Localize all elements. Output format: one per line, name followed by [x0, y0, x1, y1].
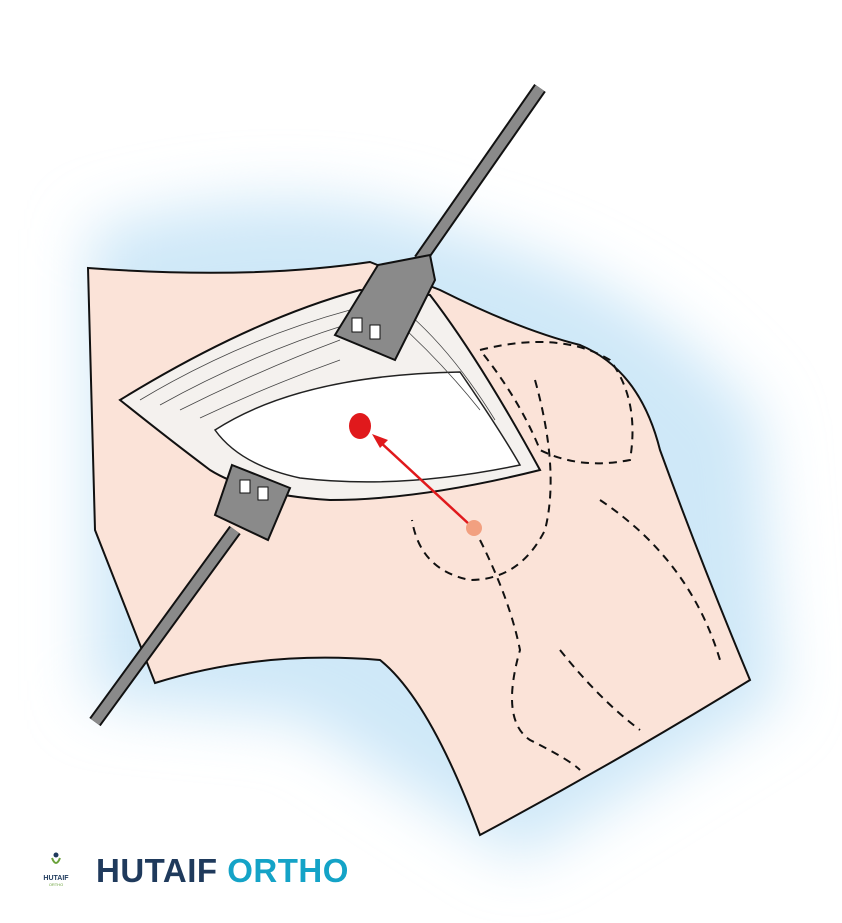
- logo-text: HUTAIF: [43, 875, 69, 882]
- upper-retractor: [333, 83, 546, 362]
- trajectory-arrow: [377, 439, 471, 526]
- brand-logo: HUTAIF ORTHO: [40, 852, 72, 888]
- brand-name-part1: HUTAIF: [96, 852, 218, 889]
- lower-retractor: [89, 463, 292, 727]
- logo-figure-icon: [51, 852, 61, 864]
- arrow-head: [372, 434, 388, 448]
- target-point: [349, 413, 371, 439]
- logo-subtext: ORTHO: [48, 882, 64, 887]
- entry-point: [466, 520, 482, 536]
- landmark-outlines: [411, 341, 721, 771]
- brand-wordmark: HUTAIF ORTHO: [96, 852, 349, 890]
- brand-name-part2: ORTHO: [227, 852, 349, 889]
